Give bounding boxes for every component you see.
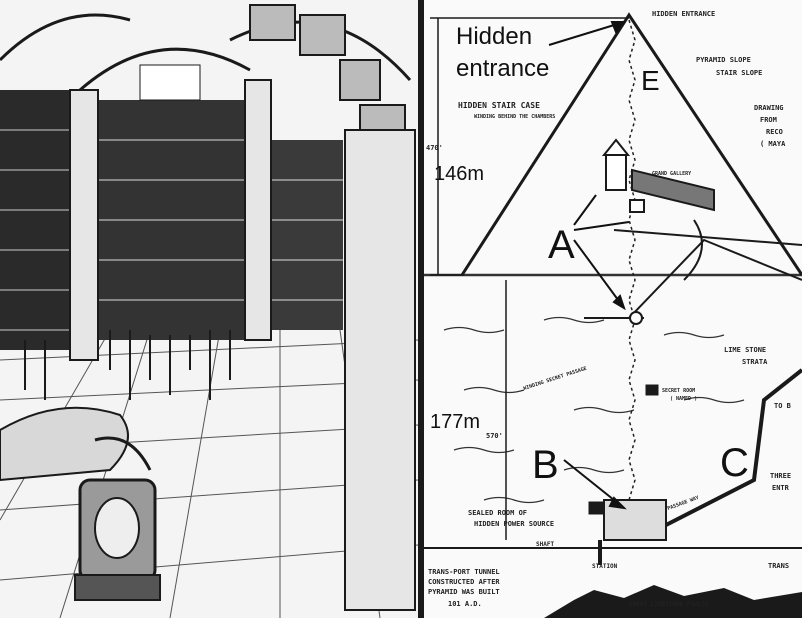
pyramid-outline [460, 12, 802, 276]
arch-stones [249, 4, 406, 136]
bedrock-strata [424, 273, 802, 504]
note-drawing-2: FROM [760, 116, 777, 124]
note-dim-upper: 470' [426, 144, 443, 152]
left-bookshelf [0, 90, 75, 350]
note-drawing-3: RECO [766, 128, 783, 136]
label-hidden-entrance-line1: Hidden [456, 23, 532, 50]
hand-holding-lantern [0, 406, 161, 601]
stone-pillars [69, 79, 416, 611]
note-staircase-sub: WINDING BEHIND THE CHAMBERS [474, 114, 555, 120]
note-drawing-1: DRAWING [754, 104, 784, 112]
note-tunnel-1: TRANS-PORT TUNNEL [428, 568, 500, 576]
label-c: C [720, 441, 749, 485]
overlay-labels: Hidden entrance E A B C 146m 177m [430, 23, 749, 487]
pyramid-cross-section: HIDDEN ENTRANCE PYRAMID SLOPE STAIR SLOP… [424, 10, 802, 618]
note-shaft: SHAFT [536, 541, 554, 548]
library-sketch-drawing [0, 4, 418, 618]
label-height-lower: 177m [430, 411, 480, 433]
note-station: STATION [592, 563, 618, 570]
note-sealed-room-2: HIDDEN POWER SOURCE [474, 520, 554, 528]
note-grand-gallery: GRAND GALLERY [652, 171, 691, 177]
label-a: A [548, 223, 575, 267]
cobwebs [24, 330, 231, 400]
underground-rooms [424, 368, 802, 565]
pointer-arrows [548, 21, 630, 510]
note-tunnel-3: PYRAMID WAS BUILT [428, 588, 500, 596]
note-strata: STRATA [742, 358, 768, 366]
label-height-upper: 146m [434, 163, 484, 185]
note-hidden-entrance: HIDDEN ENTRANCE [652, 10, 715, 18]
note-limestone: LIME STONE [724, 346, 766, 354]
note-tunnel-2: CONSTRUCTED AFTER [428, 578, 500, 586]
note-winding-passage: WINDING SECRET PASSAGE [523, 366, 588, 392]
label-hidden-entrance-line2: entrance [456, 55, 549, 82]
height-dimension-line [430, 17, 629, 540]
panel-divider [418, 0, 424, 618]
note-trans: TRANS [768, 562, 789, 570]
label-b: B [532, 443, 559, 487]
note-drawing-4: ( MAYA [760, 140, 786, 148]
note-pyramid-slope: PYRAMID SLOPE [696, 56, 751, 64]
note-secret-room: SECRET ROOM [662, 388, 695, 394]
library-sketch-panel [0, 0, 418, 618]
bedrock-faults [544, 585, 802, 618]
note-stair-slope: STAIR SLOPE [716, 69, 762, 77]
note-three: THREE [770, 472, 791, 480]
internal-chambers [584, 138, 802, 325]
center-bookshelf [95, 64, 245, 340]
label-e: E [641, 65, 660, 96]
note-tunnel-4: 101 A.D. [448, 600, 482, 608]
note-hidden-staircase: HIDDEN STAIR CASE [458, 101, 540, 110]
note-secret-room-sub: ( NAMED ) [670, 396, 697, 402]
note-entr: ENTR [772, 484, 790, 492]
note-to-b: TO B [774, 402, 791, 410]
note-dim-lower: 570' [486, 432, 503, 440]
note-faults: GREAT LIMESTONE FAULTS [629, 601, 709, 608]
right-bookshelf [268, 140, 343, 330]
hidden-staircase-path [628, 19, 636, 521]
note-sealed-room-1: SEALED ROOM OF [468, 509, 527, 517]
pyramid-diagram-panel: HIDDEN ENTRANCE PYRAMID SLOPE STAIR SLOP… [424, 0, 802, 618]
